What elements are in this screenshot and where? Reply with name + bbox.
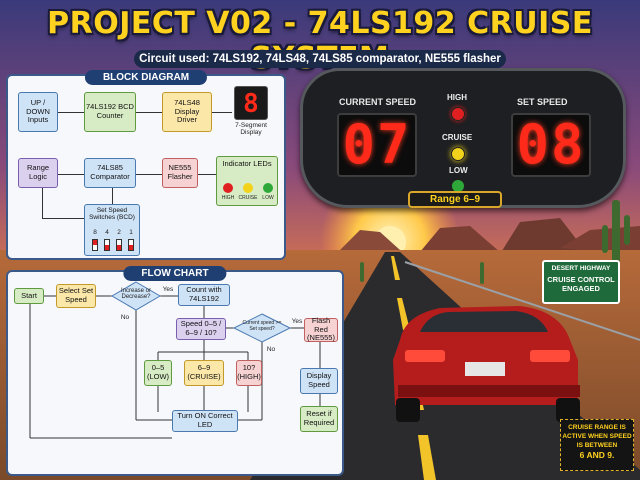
block-diagram-title: BLOCK DIAGRAM <box>84 70 208 85</box>
flow-turn-on-led: Turn ON Correct LED <box>172 410 238 432</box>
bcd-counter-block: 74LS192 BCD Counter <box>84 92 136 132</box>
led-low-label: LOW <box>262 195 274 201</box>
flow-high: 10? (HIGH) <box>236 360 262 386</box>
flow-cruise: 6–9 (CRUISE) <box>184 360 224 386</box>
note-line-2: 6 AND 9. <box>579 450 615 461</box>
lamp-cruise-label: CRUISE <box>442 133 473 142</box>
flow-chart-title: FLOW CHART <box>123 266 227 281</box>
flow-start: Start <box>14 288 44 304</box>
seven-segment-caption: 7-Segment Display <box>235 122 267 136</box>
block-diagram-panel: BLOCK DIAGRAM UP / DOWN Inputs 74LS192 B… <box>6 70 286 260</box>
comparator-block: 74LS85 Comparator <box>84 158 136 188</box>
set-speed-switches-label: Set Speed Switches (BCD) <box>89 207 135 222</box>
flow-speed-range: Speed 0–5 / 6–9 / 10? <box>176 318 226 340</box>
circuit-subtitle: Circuit used: 74LS192, 74LS48, 74LS85 co… <box>134 50 506 68</box>
red-car-illustration <box>393 306 580 422</box>
flow-select-set-speed: Select Set Speed <box>56 284 96 308</box>
flasher-block: NE555 Flasher <box>162 158 198 188</box>
range-logic-block: Range Logic <box>18 158 58 188</box>
set-speed-label: SET SPEED <box>517 97 568 107</box>
speed-dashboard: CURRENT SPEED 07 HIGH CRUISE LOW SET SPE… <box>300 68 626 208</box>
cruise-range-note: CRUISE RANGE IS ACTIVE WHEN SPEED IS BET… <box>560 419 634 471</box>
flow-chart-connectors <box>29 281 321 439</box>
indicator-leds-block: Indicator LEDs HIGH CRUISE LOW <box>216 156 278 206</box>
switch-bit-4: 4 <box>105 229 109 236</box>
lamp-low-label: LOW <box>449 166 468 175</box>
lamp-high-label: HIGH <box>447 93 467 102</box>
led-cruise-icon <box>243 183 253 193</box>
led-high-label: HIGH <box>221 195 235 201</box>
high-lamp-icon <box>451 107 465 121</box>
flow-yes-label-1: Yes <box>162 286 174 293</box>
dip-switch-2[interactable] <box>116 239 122 251</box>
flow-flash-red: Flash Red (NE555) <box>304 316 338 342</box>
flow-chart-panel: FLOW CHART Start <box>6 266 344 476</box>
flow-low: 0–5 (LOW) <box>144 360 172 386</box>
led-high-icon <box>223 183 233 193</box>
seven-segment-digit: 8 <box>243 89 259 119</box>
led-cruise-label: CRUISE <box>238 195 258 201</box>
flow-reset: Reset if Required <box>300 406 338 432</box>
dip-switch-8[interactable] <box>92 239 98 251</box>
flow-display-speed: Display Speed <box>300 368 338 394</box>
flow-yes-label-2: Yes <box>291 318 303 325</box>
led-low-icon <box>263 183 273 193</box>
indicator-leds-label: Indicator LEDs <box>222 159 272 168</box>
sign-top-text: DESERT HIGHWAY <box>551 265 611 272</box>
flow-no-label-2: No <box>266 346 276 353</box>
note-line-1: CRUISE RANGE IS ACTIVE WHEN SPEED IS BET… <box>562 424 632 449</box>
set-speed-display: 08 <box>511 113 591 177</box>
range-badge: Range 6–9 <box>408 191 502 208</box>
dip-switch-4[interactable] <box>104 239 110 251</box>
flow-count: Count with 74LS192 <box>178 284 230 306</box>
flow-no-label-1: No <box>120 314 130 321</box>
highway-sign: DESERT HIGHWAY CRUISE CONTROL ENGAGED <box>542 260 620 304</box>
switch-bit-1: 1 <box>129 229 133 236</box>
set-speed-switches-block: Set Speed Switches (BCD) 8 4 2 1 <box>84 204 140 256</box>
page-title: PROJECT V02 - 74LS192 CRUISE SYSTEM <box>47 6 593 76</box>
current-speed-display: 07 <box>337 113 417 177</box>
dip-switch-1[interactable] <box>128 239 134 251</box>
display-driver-block: 74LS48 Display Driver <box>162 92 212 132</box>
switch-bit-2: 2 <box>117 229 121 236</box>
updown-inputs-block: UP / DOWN Inputs <box>18 92 58 132</box>
sign-main-text: CRUISE CONTROL ENGAGED <box>547 275 615 294</box>
seven-segment-display: 8 <box>234 86 268 120</box>
cruise-lamp-icon <box>451 147 465 161</box>
flow-decision-increase: Increase or Decrease? <box>120 288 151 300</box>
current-speed-label: CURRENT SPEED <box>339 97 417 107</box>
flow-decision-current-speed: Current speed >= Set speed? <box>242 320 282 332</box>
switch-bit-8: 8 <box>93 229 97 236</box>
